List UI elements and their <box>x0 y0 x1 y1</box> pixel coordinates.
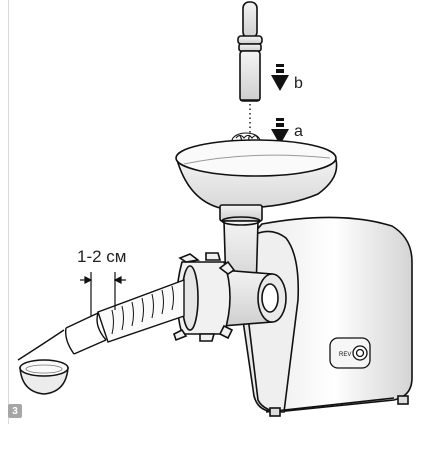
grinder-head <box>221 269 287 327</box>
sausage-casing <box>17 312 107 361</box>
feeding-tray <box>175 139 338 210</box>
measurement-label: 1-2 см <box>77 247 126 266</box>
step-number-badge: 3 <box>8 404 22 418</box>
arrow-b-icon <box>271 64 289 91</box>
food-pusher <box>237 1 263 102</box>
control-panel: REV <box>329 337 371 369</box>
collection-bowl <box>19 359 69 395</box>
reverse-switch-label: REV <box>339 352 351 358</box>
arrow-b-label: b <box>294 75 303 92</box>
arrow-a-label: a <box>294 123 303 140</box>
arrow-a-icon <box>271 118 289 145</box>
measurement-annotation <box>80 272 126 316</box>
page-margin-rule <box>8 0 9 424</box>
sausage-nozzle <box>97 278 185 343</box>
locking-ring <box>173 252 236 342</box>
